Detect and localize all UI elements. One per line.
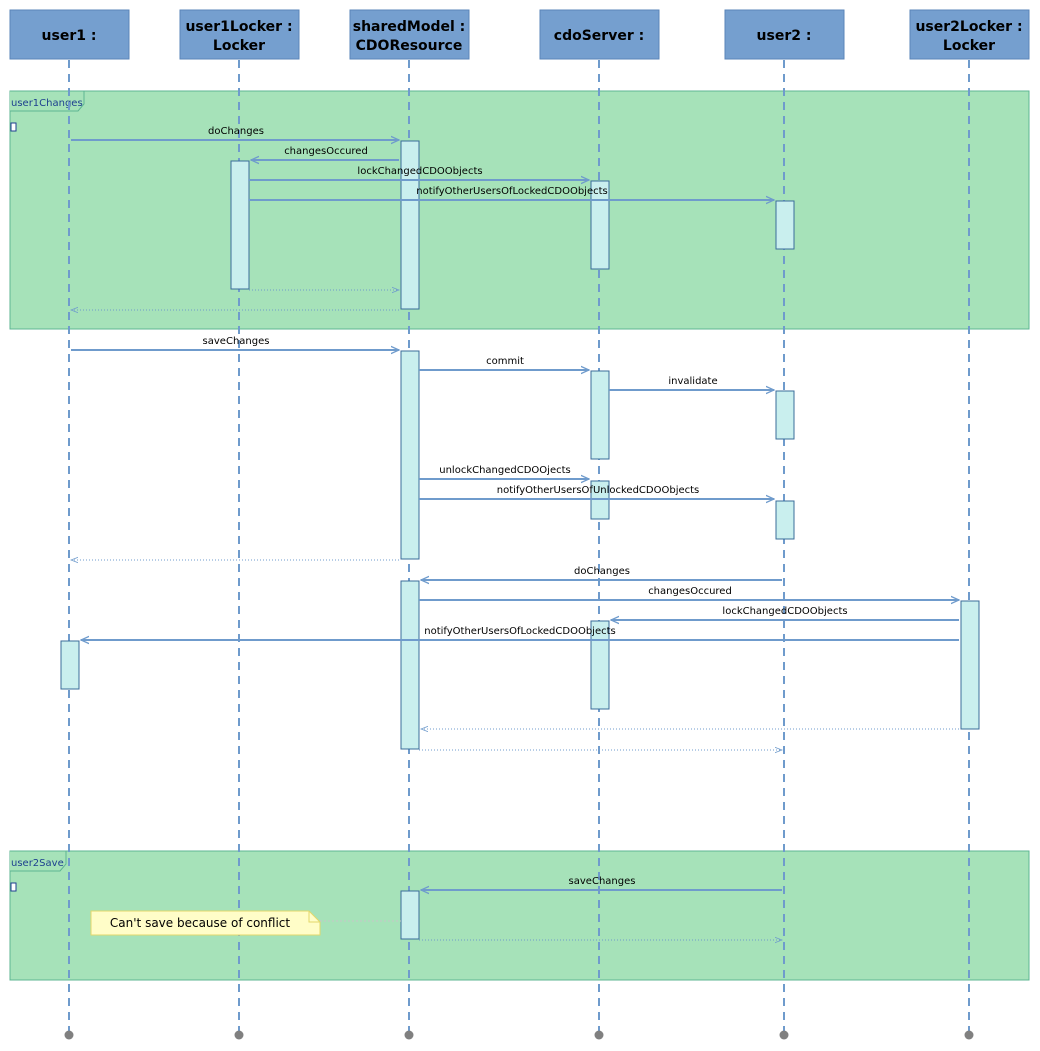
message-label: notifyOtherUsersOfUnlockedCDOObjects [497,485,700,496]
message-label: changesOccured [648,586,732,597]
message-label: unlockChangedCDOOjects [439,465,570,476]
activation-bar [775,500,795,540]
activation-bar [400,890,420,940]
activation-bar [590,620,610,710]
lifeline-header-user2[interactable]: user2 : [724,9,845,60]
lifeline-shared-model [404,60,414,1040]
lifeline-user1 [64,60,74,1040]
message-lockChangedCDOObjects[interactable]: lockChangedCDOObjects [611,606,959,620]
activation-bar [775,200,795,250]
message-label: doChanges [208,126,264,137]
activation-bar [230,160,250,290]
activation-bar [590,180,610,270]
lifeline-header-user1[interactable]: user1 : [9,9,130,60]
activation-bar [590,370,610,460]
lifeline-end-marker [404,1030,414,1040]
lifeline-header-label: sharedModel : [353,19,466,35]
message-notifyOtherUsersOfLockedCDOObjects[interactable]: notifyOtherUsersOfLockedCDOObjects [81,626,959,640]
message-label: invalidate [668,376,717,387]
message-label: lockChangedCDOObjects [722,606,847,617]
lifeline-header-user2-locker[interactable]: user2Locker : Locker [909,9,1030,60]
message-label: saveChanges [569,876,636,887]
frame-user1-changes: user1Changes [9,90,1030,330]
lifeline-end-marker [964,1030,974,1040]
note-cant-save: Can't save because of conflict [90,910,401,936]
lifeline-end-marker [234,1030,244,1040]
message-commit[interactable]: commit [419,356,589,370]
message-changesOccured[interactable]: changesOccured [419,586,959,600]
message-doChanges[interactable]: doChanges [71,126,399,140]
activation-bar [960,600,980,730]
lifeline-user2-locker [964,60,974,1040]
message-changesOccured[interactable]: changesOccured [251,146,399,160]
lifeline-header-type: Locker [943,38,995,54]
message-label: doChanges [574,566,630,577]
frame-guard-marker [10,882,17,892]
activation-bar [60,640,80,690]
frame-label: user2Save [11,858,64,869]
activations-layer [60,140,980,940]
message-doChanges[interactable]: doChanges [421,566,782,580]
lifeline-user1-locker [234,60,244,1040]
activation-bar [775,390,795,440]
frame-label: user1Changes [11,98,83,109]
lifeline-header-label: user1 : [42,28,97,44]
messages-layer: doChanges changesOccured lockChangedCDOObj… [71,126,959,940]
message-invalidate[interactable]: invalidate [609,376,774,390]
message-notifyOtherUsersOfLockedCDOObjects[interactable]: notifyOtherUsersOfLockedCDOObjects [249,186,774,200]
lifeline-header-label: user1Locker : [185,19,292,35]
lifeline-header-type: Locker [213,38,265,54]
message-label: changesOccured [284,146,368,157]
message-lockChangedCDOObjects[interactable]: lockChangedCDOObjects [249,166,589,180]
lifeline-end-marker [779,1030,789,1040]
lifeline-header-label: user2Locker : [915,19,1022,35]
lifeline-header-label: cdoServer : [554,28,644,44]
note-text: Can't save because of conflict [110,916,290,930]
message-saveChanges[interactable]: saveChanges [421,876,782,890]
message-unlockChangedCDOOjects[interactable]: unlockChangedCDOOjects [419,465,589,479]
activation-bar [400,350,420,560]
activation-bar [400,580,420,750]
message-saveChanges[interactable]: saveChanges [71,336,399,350]
lifeline-header-cdo-server[interactable]: cdoServer : [539,9,660,60]
lifeline-header-shared-model[interactable]: sharedModel : CDOResource [349,9,470,60]
lifeline-header-user1-locker[interactable]: user1Locker : Locker [179,9,300,60]
message-label: notifyOtherUsersOfLockedCDOObjects [416,186,607,197]
lifeline-user2 [779,60,789,1040]
lifeline-end-marker [594,1030,604,1040]
lifeline-header-label: user2 : [757,28,812,44]
headers-layer: user1 : user1Locker : Locker sharedModel… [9,9,1030,60]
message-label: commit [486,356,524,367]
lifeline-header-type: CDOResource [356,38,463,54]
message-label: saveChanges [203,336,270,347]
lifeline-cdo-server [594,60,604,1040]
frame-guard-marker [10,122,17,132]
lifeline-end-marker [64,1030,74,1040]
message-notifyOtherUsersOfUnlockedCDOObjects[interactable]: notifyOtherUsersOfUnlockedCDOObjects [419,485,774,499]
lifelines-layer [64,60,974,1040]
message-label: notifyOtherUsersOfLockedCDOObjects [424,626,615,637]
activation-bar [400,140,420,310]
frames-layer: user1Changes user2Save [9,90,1030,981]
message-label: lockChangedCDOObjects [357,166,482,177]
